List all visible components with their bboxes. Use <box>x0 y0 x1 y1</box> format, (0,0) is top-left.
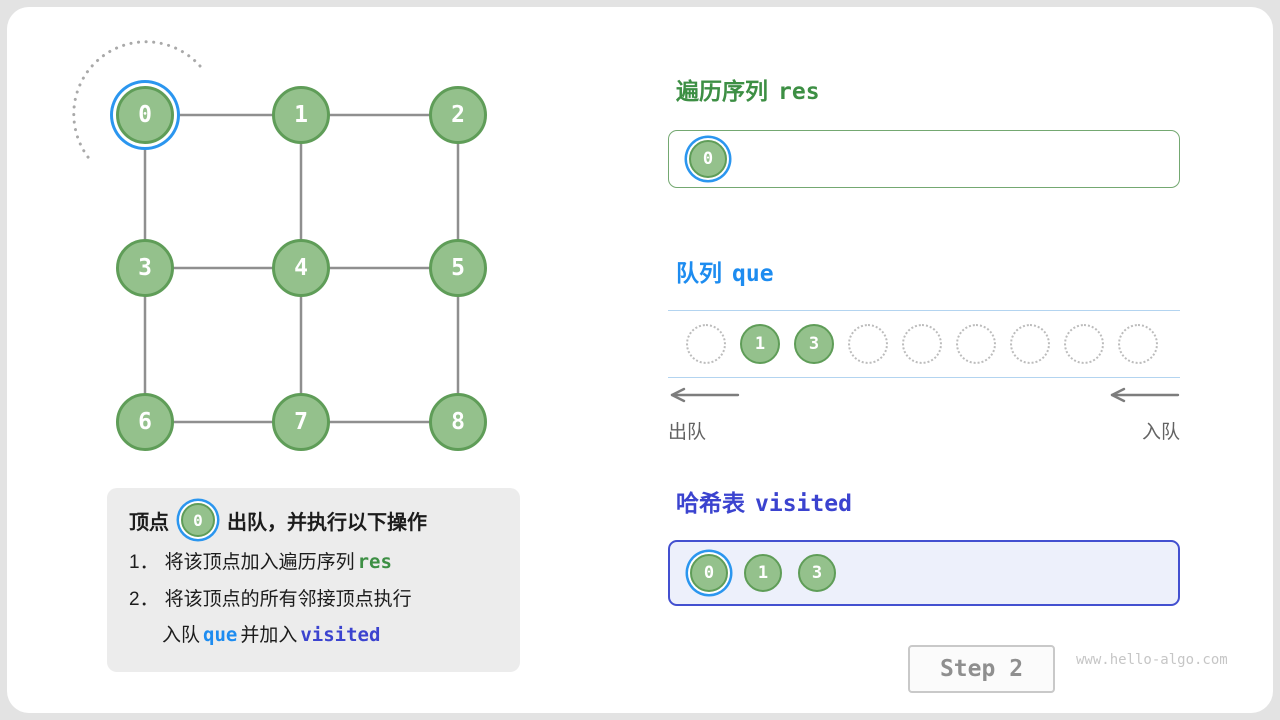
res-sequence-box: 0 <box>668 130 1180 188</box>
info-step-2-number: 2． <box>129 589 159 610</box>
queue-slot-4 <box>902 324 942 364</box>
visited-title-code: visited <box>755 491 852 517</box>
visited-hash-box: 0 1 3 <box>668 540 1180 606</box>
info-title: 顶点 0 出队，并执行以下操作 <box>129 503 500 537</box>
info-step-2b-pre: 入队 <box>162 625 201 646</box>
dequeue-arc <box>72 40 202 164</box>
info-step-1-code: res <box>357 551 392 573</box>
queue-title-code: que <box>732 261 774 287</box>
queue-slot-7 <box>1064 324 1104 364</box>
res-title-code: res <box>778 79 820 105</box>
step-indicator[interactable]: Step 2 <box>908 645 1055 693</box>
dequeue-label: 出队 <box>668 422 707 443</box>
dequeue-arrow-icon <box>668 387 740 403</box>
visited-title-cn: 哈希表 <box>676 490 745 516</box>
graph-node-6: 6 <box>116 393 174 451</box>
info-step-2: 2．将该顶点的所有邻接顶点执行 <box>129 588 500 612</box>
queue-slot-2: 3 <box>794 324 834 364</box>
queue-panel-title: 队列 que <box>676 254 774 288</box>
queue-slot-6 <box>1010 324 1050 364</box>
visited-panel-title: 哈希表 visited <box>676 484 852 518</box>
queue-slot-8 <box>1118 324 1158 364</box>
graph-node-4: 4 <box>272 239 330 297</box>
info-step-2b-code-visited: visited <box>300 624 381 646</box>
queue-slot-5 <box>956 324 996 364</box>
graph-node-0: 0 <box>116 86 174 144</box>
queue-band: 1 3 <box>668 310 1180 378</box>
enqueue-arrow-icon <box>1108 387 1180 403</box>
info-step-2-text: 将该顶点的所有邻接顶点执行 <box>164 589 412 610</box>
queue-slot-0 <box>686 324 726 364</box>
queue-slot-1: 1 <box>740 324 780 364</box>
graph-node-7: 7 <box>272 393 330 451</box>
enqueue-label: 入队 <box>1141 422 1180 443</box>
info-title-prefix: 顶点 <box>129 511 169 534</box>
info-title-suffix: 出队，并执行以下操作 <box>227 511 427 534</box>
queue-title-cn: 队列 <box>676 260 722 286</box>
graph-node-1: 1 <box>272 86 330 144</box>
visited-item-2: 3 <box>798 554 836 592</box>
info-step-2b-code-que: que <box>203 624 238 646</box>
res-item-0: 0 <box>689 140 727 178</box>
res-title-cn: 遍历序列 <box>676 78 768 104</box>
res-panel-title: 遍历序列 res <box>676 72 820 106</box>
info-step-1-number: 1． <box>129 552 159 573</box>
graph-node-3: 3 <box>116 239 174 297</box>
info-step-2b-mid: 并加入 <box>240 625 298 646</box>
graph-node-8: 8 <box>429 393 487 451</box>
info-step-1-text: 将该顶点加入遍历序列 <box>164 552 355 573</box>
graph-node-2: 2 <box>429 86 487 144</box>
watermark: www.hello-algo.com <box>1076 652 1228 668</box>
queue-slot-3 <box>848 324 888 364</box>
graph-node-5: 5 <box>429 239 487 297</box>
info-title-node-chip: 0 <box>181 503 215 537</box>
visited-item-0: 0 <box>690 554 728 592</box>
visited-item-1: 1 <box>744 554 782 592</box>
